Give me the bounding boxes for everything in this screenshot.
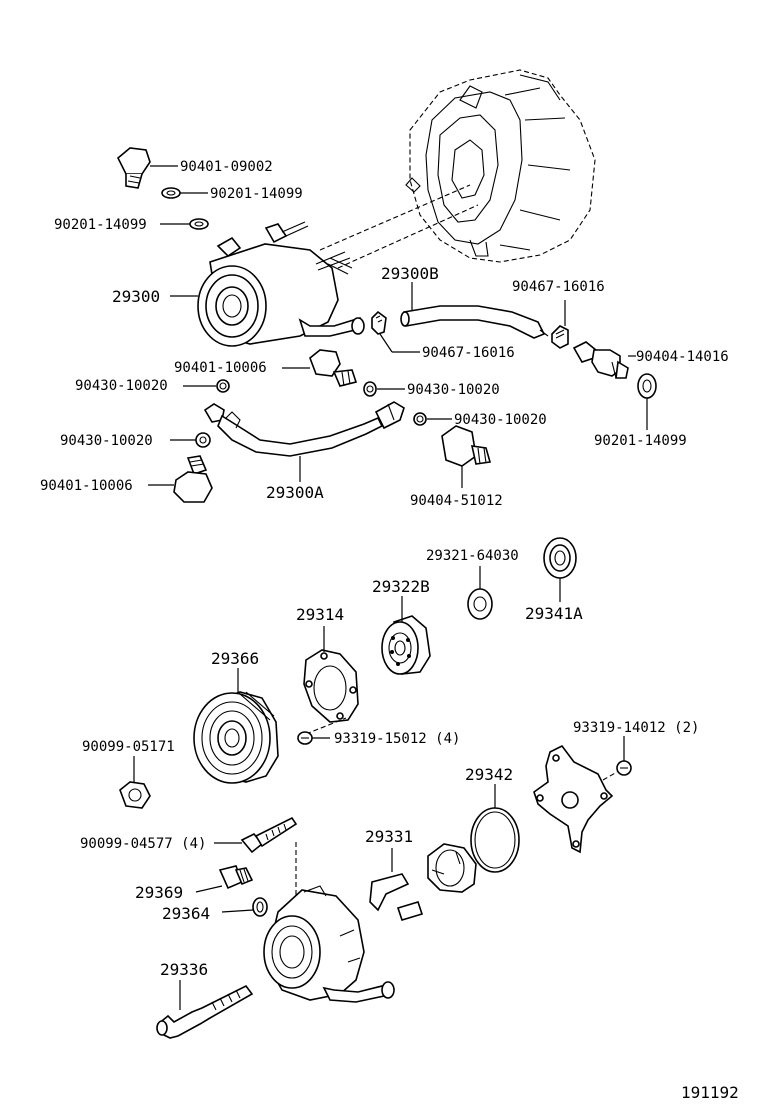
label-93319-14012: 93319-14012 (2) xyxy=(573,720,699,736)
nut-90099-05171-drawing xyxy=(119,756,151,809)
label-29300: 29300 xyxy=(112,287,160,306)
oil-seal-29341A-drawing xyxy=(543,537,577,602)
plate-29314-drawing xyxy=(303,626,359,735)
union-90404-51012-drawing xyxy=(441,425,492,488)
label-29369: 29369 xyxy=(135,883,183,902)
cam-ring-drawing xyxy=(427,843,477,893)
gasket-90430-10020-d-drawing xyxy=(170,432,211,448)
label-29314: 29314 xyxy=(296,605,344,624)
label-90099-04577: 90099-04577 (4) xyxy=(80,836,206,852)
washer-90201-14099-c-drawing xyxy=(637,373,657,430)
label-90404-51012: 90404-51012 xyxy=(410,493,503,509)
label-90099-05171: 90099-05171 xyxy=(82,739,175,755)
plug-90401-09002-drawing xyxy=(117,147,178,189)
label-29300A: 29300A xyxy=(266,483,324,502)
label-29364: 29364 xyxy=(162,904,210,923)
label-29321-64030: 29321-64030 xyxy=(426,548,519,564)
hose-29300B-drawing xyxy=(400,282,549,339)
union-90404-14016-drawing xyxy=(572,341,636,379)
hose-29300A-drawing xyxy=(203,401,405,482)
label-93319-15012: 93319-15012 (4) xyxy=(334,731,460,747)
label-90404-14016: 90404-14016 xyxy=(636,349,729,365)
shaft-29336-drawing xyxy=(156,980,254,1039)
label-90430-10020-d: 90430-10020 xyxy=(60,433,153,449)
bearing-29322B-drawing xyxy=(381,596,431,675)
vane-rotor-plate-drawing xyxy=(533,744,614,854)
vanes-29331-drawing xyxy=(369,848,424,921)
label-90201-14099-c: 90201-14099 xyxy=(594,433,687,449)
vacuum-pump-29300-drawing xyxy=(170,221,365,347)
clip-90467-16016-a-drawing xyxy=(371,310,420,353)
diagram-id: 191192 xyxy=(681,1083,739,1102)
label-29331: 29331 xyxy=(365,827,413,846)
label-90201-14099-a: 90201-14099 xyxy=(210,186,303,202)
label-29366: 29366 xyxy=(211,649,259,668)
pulley-29366-drawing xyxy=(193,668,279,784)
screw-93319-15012-drawing xyxy=(297,731,330,745)
label-29341A: 29341A xyxy=(525,604,583,623)
label-29336: 29336 xyxy=(160,960,208,979)
alternator-housing-drawing xyxy=(319,69,596,269)
bolt-90099-04577-drawing xyxy=(214,816,298,900)
o-ring-29342-drawing xyxy=(470,784,520,873)
pump-housing-drawing xyxy=(263,885,395,1003)
clip-90467-16016-b-drawing xyxy=(551,300,569,349)
label-90430-10020-c: 90430-10020 xyxy=(454,412,547,428)
label-90467-16016-b: 90467-16016 xyxy=(422,345,515,361)
gasket-90430-10020-b-drawing xyxy=(363,381,405,397)
gasket-90430-10020-c-drawing xyxy=(413,412,452,426)
washer-29321-64030-drawing xyxy=(467,566,493,620)
fitting-29369-drawing xyxy=(195,865,254,893)
label-90401-10006-b: 90401-10006 xyxy=(40,478,133,494)
label-90467-16016-a: 90467-16016 xyxy=(512,279,605,295)
label-29300B: 29300B xyxy=(381,264,439,283)
washer-90201-14099-b-drawing xyxy=(160,218,209,230)
union-bolt-90401-10006-b-drawing xyxy=(148,455,213,503)
o-ring-29364-drawing xyxy=(221,897,268,917)
label-90401-10006-a: 90401-10006 xyxy=(174,360,267,376)
label-90430-10020-a: 90430-10020 xyxy=(75,378,168,394)
gasket-90430-10020-a-drawing xyxy=(183,379,230,393)
label-90401-09002: 90401-09002 xyxy=(180,159,273,175)
washer-90201-14099-a-drawing xyxy=(161,187,208,199)
screw-93319-14012-drawing xyxy=(595,736,632,785)
label-29342: 29342 xyxy=(465,765,513,784)
label-29322B: 29322B xyxy=(372,577,430,596)
label-90430-10020-b: 90430-10020 xyxy=(407,382,500,398)
union-bolt-90401-10006-a-drawing xyxy=(282,349,358,387)
label-90201-14099-b: 90201-14099 xyxy=(54,217,147,233)
